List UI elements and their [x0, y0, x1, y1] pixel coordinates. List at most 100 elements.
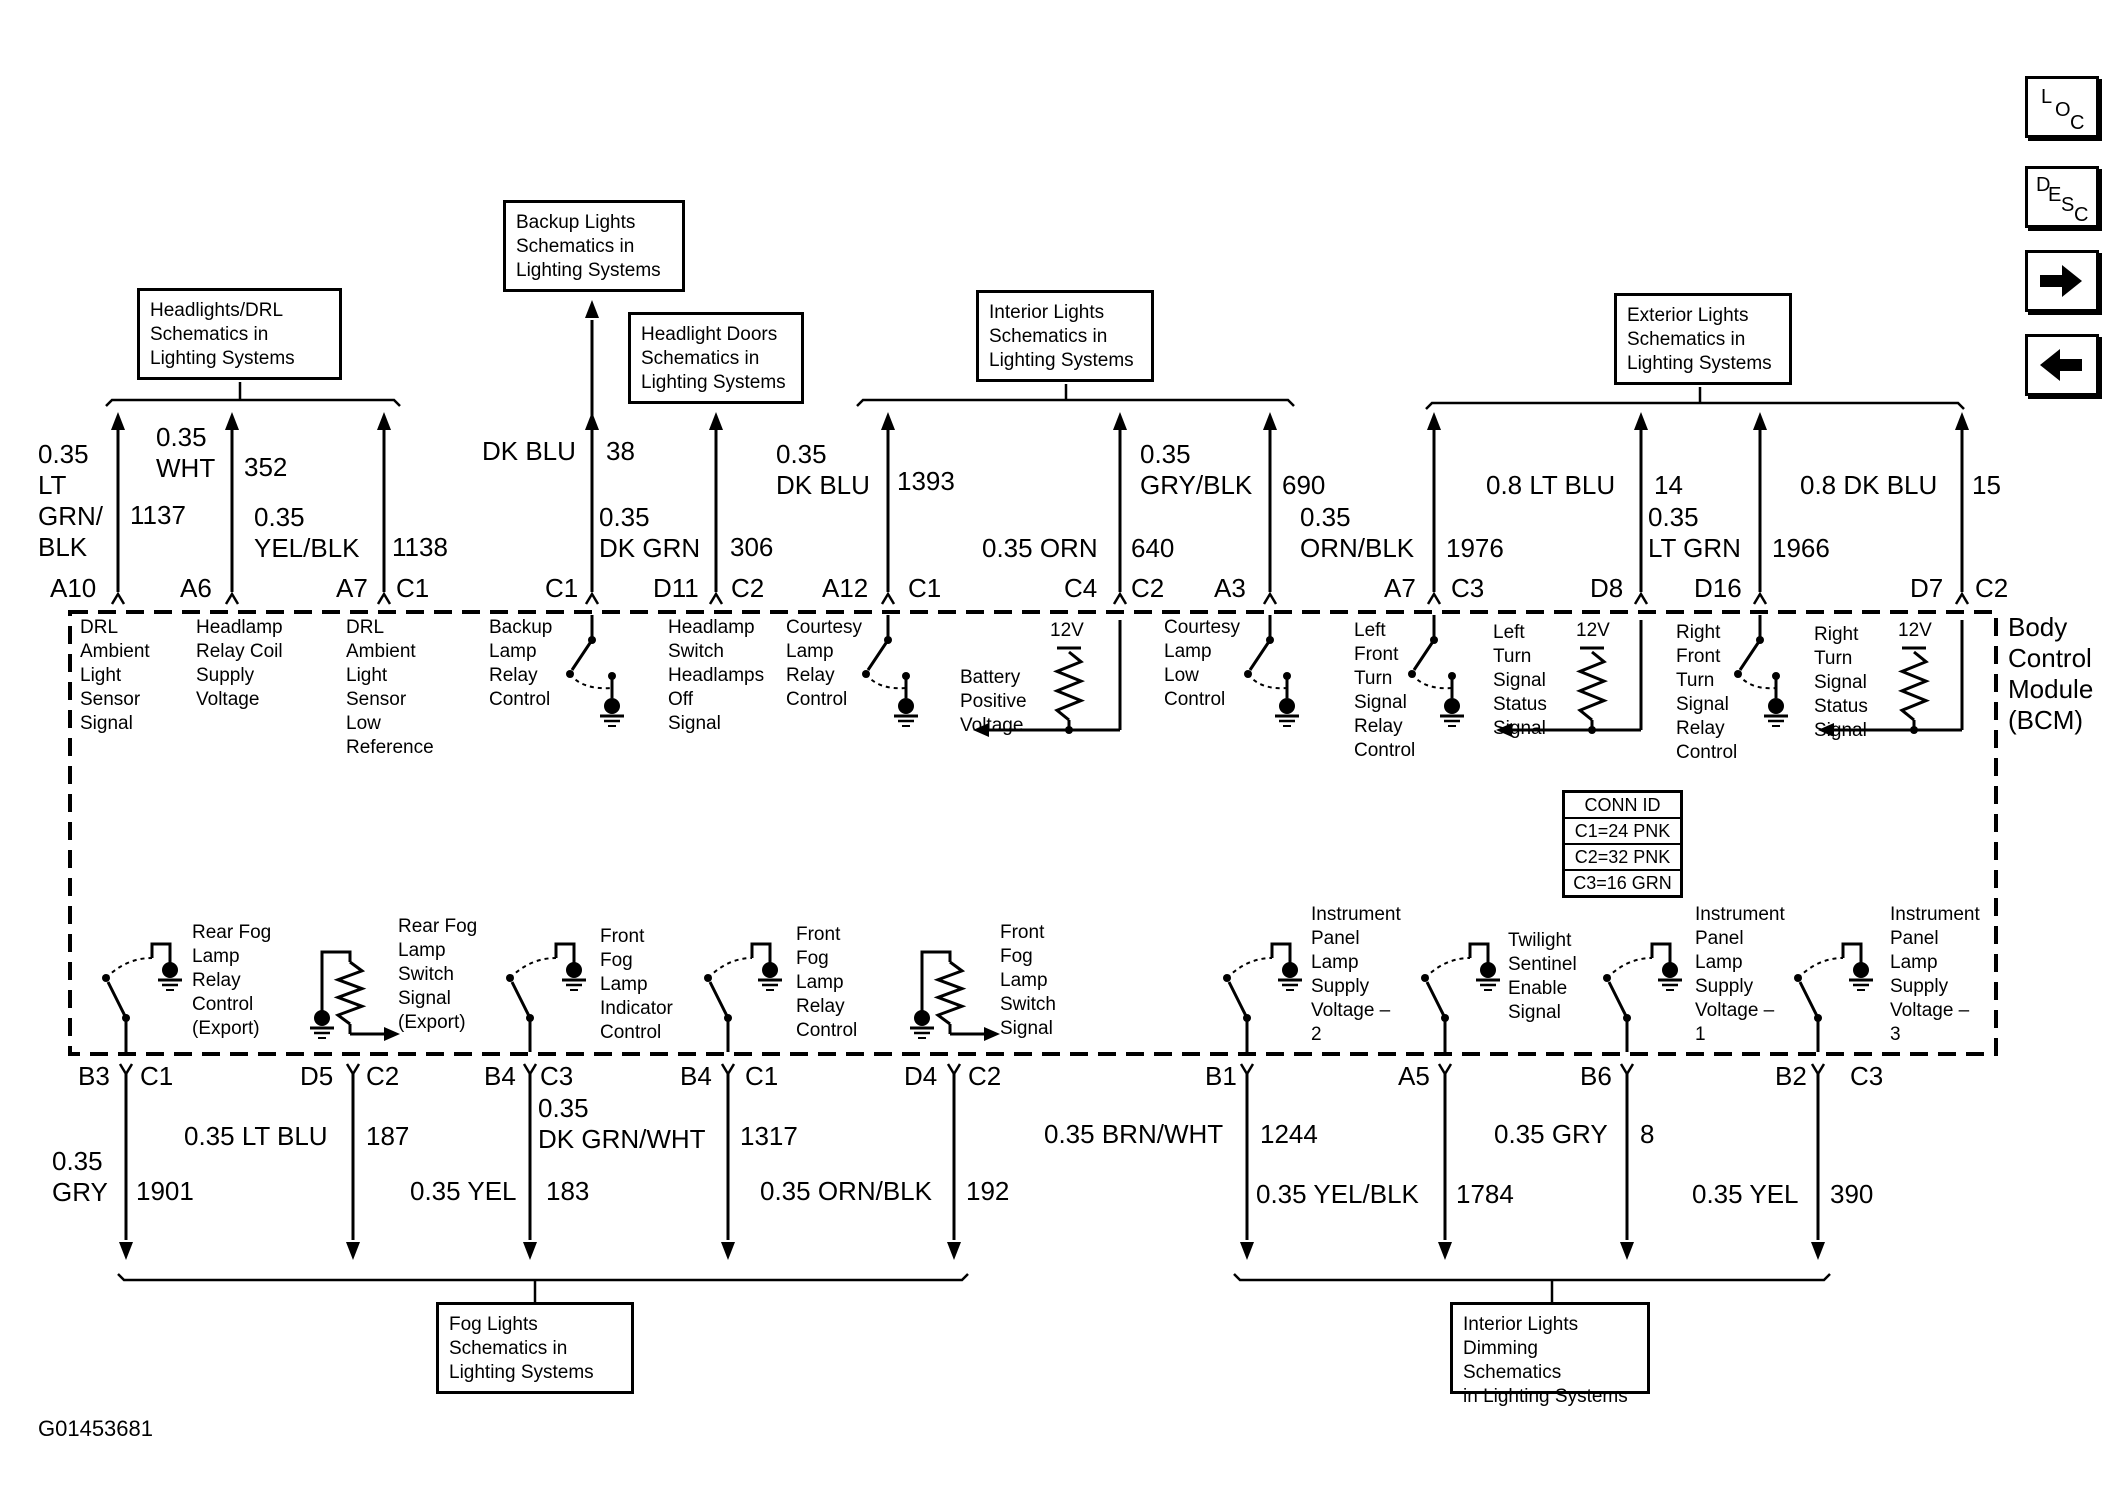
resistor-icon: [1053, 650, 1085, 722]
connector-label: C3: [540, 1061, 573, 1091]
wire-color-label: 0.35 YEL/BLK: [1256, 1179, 1420, 1209]
ref-box-interior-dimming[interactable]: Interior Lights Dimming Schematics in Li…: [1450, 1302, 1650, 1407]
connector-pin-icon: [1752, 591, 1768, 605]
circuit-number: 1137: [130, 500, 186, 530]
resistor-icon: [1576, 650, 1608, 722]
wire-color-label: 0.35 LT BLU: [184, 1121, 328, 1151]
module-name: Body Control Module (BCM): [2008, 612, 2094, 735]
circuit-number: 1244: [1260, 1119, 1318, 1149]
connector-label: C1: [396, 573, 429, 603]
signal-arrow-left: [1818, 723, 1834, 737]
ref-box-backup-lights[interactable]: Backup Lights Schematics in Lighting Sys…: [503, 200, 685, 292]
wire-arrow-up: [1427, 412, 1441, 430]
pin-label: D11: [653, 573, 699, 603]
wire-color-label: 0.35 YEL: [1692, 1179, 1799, 1209]
wire-arrow-down: [1811, 1242, 1825, 1260]
bracket-exterior: [1425, 401, 1965, 410]
connector-pin-icon: [1112, 591, 1128, 605]
wire-arrow-down: [523, 1242, 537, 1260]
ref-box-headlights-drl[interactable]: Headlights/DRL Schematics in Lighting Sy…: [137, 288, 342, 380]
ref-box-headlight-doors[interactable]: Headlight Doors Schematics in Lighting S…: [628, 312, 804, 404]
wire-arrow-down: [1620, 1242, 1634, 1260]
circuit-number: 183: [546, 1176, 589, 1206]
front-fog-relay-switch-icon: [704, 942, 772, 1022]
wire-color-label: 0.8 LT BLU: [1486, 470, 1615, 500]
ref-box-interior-lights[interactable]: Interior Lights Schematics in Lighting S…: [976, 290, 1154, 382]
back-button[interactable]: [2025, 334, 2099, 396]
connector-pin-icon: [1619, 1063, 1635, 1077]
circuit-function-label: LeftTurnSignalStatusSignal: [1493, 622, 1547, 739]
wire-arrow-up: [709, 412, 723, 430]
wire-color-label: 0.8 DK BLU: [1800, 470, 1937, 500]
wire-arrow-up: [1955, 412, 1969, 430]
backup-lamp-switch-icon: [566, 636, 616, 690]
wire-arrow-down: [721, 1242, 735, 1260]
front-fog-indicator-switch-icon: [506, 942, 576, 1022]
rear-fog-relay-switch-icon: [102, 942, 172, 1022]
connector-pin-icon: [1239, 1063, 1255, 1077]
wire-arrow-up: [585, 300, 599, 318]
signal-arrow-right: [984, 1027, 1000, 1041]
desc-button[interactable]: D E S C: [2025, 166, 2099, 228]
switch-blade: [510, 981, 532, 1019]
pin-label: A10: [50, 573, 96, 603]
wire-color-label: 0.35 YEL: [410, 1176, 517, 1206]
circuit-number: 1317: [740, 1121, 798, 1151]
circuit-number: 690: [1282, 470, 1325, 500]
connector-pin-icon: [584, 591, 600, 605]
pin-label: A7: [336, 573, 368, 603]
conn-id-table: CONN ID C1=24 PNK C2=32 PNK C3=16 GRN: [1562, 790, 1683, 898]
ip-lamp-1-switch-icon: [1603, 942, 1672, 1022]
bcm-module-outline: [68, 610, 1998, 1056]
circuit-number: 187: [366, 1121, 409, 1151]
connector-pin-icon: [1954, 591, 1970, 605]
connector-pin-icon: [1437, 1063, 1453, 1077]
loc-button[interactable]: L O C: [2025, 76, 2099, 138]
ground-icon: [1658, 962, 1682, 991]
connector-label: C2: [1975, 573, 2008, 603]
pin-label: B2: [1775, 1061, 1807, 1091]
pin-label: C4: [1064, 573, 1097, 603]
next-button[interactable]: [2025, 250, 2099, 312]
ref-box-fog-lights[interactable]: Fog Lights Schematics in Lighting System…: [436, 1302, 634, 1394]
ground-icon: [1764, 698, 1788, 727]
pin-label: A12: [822, 573, 868, 603]
connector-pin-icon: [345, 1063, 361, 1077]
connector-pin-icon: [720, 1063, 736, 1077]
voltage-label: 12V: [1898, 620, 1932, 641]
pin-label: A6: [180, 573, 212, 603]
connector-label: C2: [968, 1061, 1001, 1091]
figure-id: G01453681: [38, 1416, 153, 1441]
connector-pin-icon: [880, 591, 896, 605]
circuit-number: 306: [730, 532, 773, 562]
wire-arrow-up: [1263, 412, 1277, 430]
connector-label: C3: [1451, 573, 1484, 603]
switch-blade: [1738, 639, 1762, 671]
ground-icon: [1275, 698, 1299, 727]
wire-arrow-up: [881, 412, 895, 430]
switch-blade: [866, 639, 890, 671]
switch-blade: [1227, 981, 1249, 1019]
switch-blade: [1607, 981, 1629, 1019]
wire-color-label: 0.35 ORN: [982, 533, 1098, 563]
ground-icon: [910, 1010, 934, 1039]
ground-icon: [1440, 698, 1464, 727]
ref-box-exterior-lights[interactable]: Exterior Lights Schematics in Lighting S…: [1614, 293, 1792, 385]
wire-arrow-up: [225, 412, 239, 430]
connector-label: C1: [908, 573, 941, 603]
front-fog-switch-resistor-icon: [920, 950, 952, 1012]
